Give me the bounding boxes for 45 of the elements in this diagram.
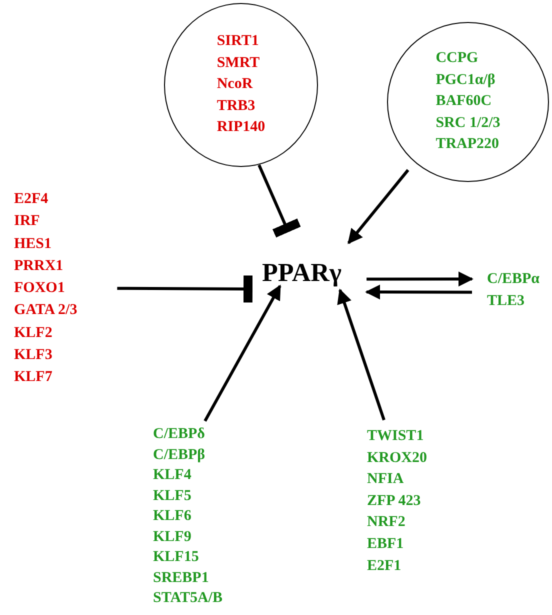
- gene-label: KLF7: [14, 368, 52, 388]
- gene-label: TLE3: [487, 292, 525, 311]
- gene-label: EBF1: [367, 534, 404, 554]
- gene-label: SMRT: [216, 54, 260, 73]
- gene-label: NFIA: [367, 470, 404, 490]
- gene-label: PRRX1: [14, 256, 64, 276]
- protein-label: PPARγ: [262, 257, 342, 289]
- gene-label: KLF3: [14, 346, 52, 366]
- gene-label: E2F1: [367, 556, 402, 576]
- gene-label: KROX20: [367, 448, 427, 468]
- gene-label: TWIST1: [367, 427, 424, 446]
- gene-label: NcoR: [216, 75, 253, 94]
- arrow: [366, 272, 474, 287]
- gene-label: C/EBPα: [487, 270, 540, 289]
- gene-label: GATA 2/3: [14, 301, 78, 320]
- gene-label: TRAP220: [436, 135, 500, 154]
- factor-circle: [164, 3, 318, 167]
- gene-label: KLF6: [153, 507, 192, 526]
- arrow: [365, 284, 472, 300]
- gene-label: CCPG: [436, 49, 478, 68]
- gene-label: KLF5: [153, 486, 192, 506]
- gene-label: PGC1α/β: [436, 70, 496, 90]
- gene-label: ZFP 423: [367, 492, 421, 511]
- gene-label: RIP140: [216, 118, 266, 138]
- gene-label: SREBP1: [153, 568, 209, 588]
- gene-label: SRC 1/2/3: [436, 114, 500, 133]
- gene-label: BAF60C: [436, 92, 492, 112]
- gene-label: HES1: [14, 234, 52, 254]
- factor-circle: [387, 22, 549, 182]
- gene-label: NRF2: [367, 513, 406, 532]
- gene-label: E2F4: [14, 190, 48, 209]
- gene-label: KLF15: [153, 548, 199, 567]
- gene-label: STAT5A/B: [153, 589, 222, 608]
- gene-label: TRB3: [216, 96, 256, 116]
- gene-label: C/EBPβ: [153, 446, 206, 464]
- arrow: [337, 288, 386, 420]
- gene-label: IRF: [14, 212, 40, 232]
- gene-label: FOXO1: [14, 279, 65, 298]
- gene-label: KLF9: [153, 528, 192, 546]
- arrow: [347, 169, 410, 244]
- gene-label: SIRT1: [216, 32, 259, 52]
- gene-label: KLF2: [14, 324, 52, 343]
- gene-label: C/EBPδ: [153, 425, 205, 444]
- gene-label: KLF4: [153, 466, 192, 485]
- arrow: [204, 284, 282, 422]
